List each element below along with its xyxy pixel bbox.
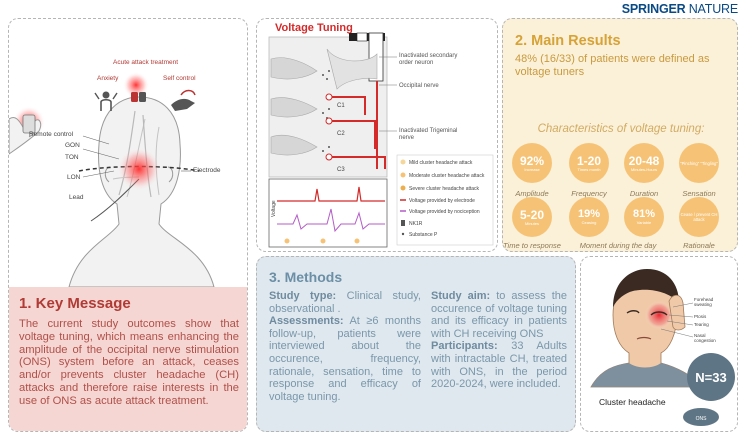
main-results-panel: 2. Main Results 48% (16/33) of patients … — [502, 18, 738, 252]
key-message-panel: Acute attack treatment Anxiety Self cont… — [8, 18, 248, 432]
methods-left-column: Study type: Clinical study, observationa… — [269, 290, 421, 403]
ceasing-circle: 19%Ceasing — [569, 197, 609, 237]
assessments-label: Assessments: — [269, 315, 344, 328]
study-type-text: Clinical study, observational . — [269, 290, 421, 315]
voltage-tuning-panel: Voltage Tuning C1 C2 C3 — [256, 18, 498, 252]
methods-right-column: Study aim: to assess the occurence of vo… — [431, 290, 567, 391]
rationale-label: Rationale — [683, 241, 715, 250]
variable-circle: 81%Variable — [624, 197, 664, 237]
key-message-box: 1. Key Message The current study outcome… — [9, 287, 247, 431]
legend-substance-p: Substance P — [409, 232, 438, 238]
methods-panel: 3. Methods Study type: Clinical study, o… — [256, 256, 576, 432]
n-count-badge: N=33 — [695, 370, 726, 385]
head-illustration: Acute attack treatment Anxiety Self cont… — [9, 59, 221, 287]
sensation-label: Sensation — [682, 189, 716, 198]
amplitude-circle: 92%Increase — [512, 143, 552, 183]
gon-label: GON — [65, 142, 80, 149]
sensation-circle: "Pinching" "Tingling" — [679, 143, 719, 183]
electrode-label: Electrode — [193, 167, 221, 174]
amplitude-label: Amplitude — [515, 189, 549, 198]
legend-severe: Severe cluster headache attack — [409, 186, 480, 192]
remote-control-label: Remote control — [29, 131, 74, 138]
duration-label: Duration — [629, 189, 659, 198]
time-to-response-label: Time to response — [503, 241, 561, 250]
legend-electrode: Voltage provided by electrode — [409, 198, 475, 204]
moment-label: Moment during the day — [579, 241, 657, 250]
anxiety-label: Anxiety — [97, 75, 119, 82]
voltage-tuning-title: Voltage Tuning — [275, 22, 353, 34]
ton-label: TON — [65, 154, 79, 161]
results-heading: 2. Main Results — [515, 33, 621, 49]
springer-nature-logo: SPRINGER NATURE — [621, 2, 738, 16]
participants-text: 33 Adults with intractable CH, treated w… — [431, 340, 567, 391]
c3-label: C3 — [337, 167, 345, 173]
legend-nk1r: NK1R — [409, 221, 423, 227]
legend-nociception: Voltage provided by nociception — [409, 209, 480, 215]
occipital-label: Occipital nerve — [399, 83, 439, 89]
ons-device-label: ONS — [696, 416, 708, 422]
rationale-circle: Cease / prevent CH attack — [679, 197, 719, 237]
participants-label: Participants: — [431, 340, 498, 353]
c2-label: C2 — [337, 131, 345, 137]
lead-label: Lead — [69, 194, 84, 201]
key-message-heading: 1. Key Message — [19, 295, 131, 312]
graph-ylabel: Voltage — [271, 200, 277, 217]
legend-mild: Mild cluster headache attack — [409, 160, 473, 166]
ptosis-label: Ptosis — [694, 314, 707, 319]
assessments-text: At ≥6 months follow-up, patients were in… — [269, 315, 421, 403]
lon-label: LON — [67, 174, 81, 181]
c1-label: C1 — [337, 103, 345, 109]
self-control-label: Self control — [163, 75, 196, 82]
characteristics-title: Characteristics of voltage tuning: — [537, 123, 705, 135]
cluster-headache-caption: Cluster headache — [599, 397, 666, 407]
results-text: 48% (16/33) of patients were defined as … — [515, 53, 710, 78]
methods-heading: 3. Methods — [269, 269, 343, 285]
frequency-label: Frequency — [571, 189, 607, 198]
study-aim-text: to assess the occurence of voltage tunin… — [431, 290, 567, 340]
legend-moderate: Moderate cluster headache attack — [409, 173, 485, 179]
study-type-label: Study type: — [269, 290, 337, 302]
key-message-text: The current study outcomes show that vol… — [19, 318, 239, 407]
study-aim-label: Study aim: — [431, 290, 491, 302]
acute-attack-label: Acute attack treatment — [113, 59, 178, 66]
tearing-label: Tearing — [694, 322, 709, 327]
